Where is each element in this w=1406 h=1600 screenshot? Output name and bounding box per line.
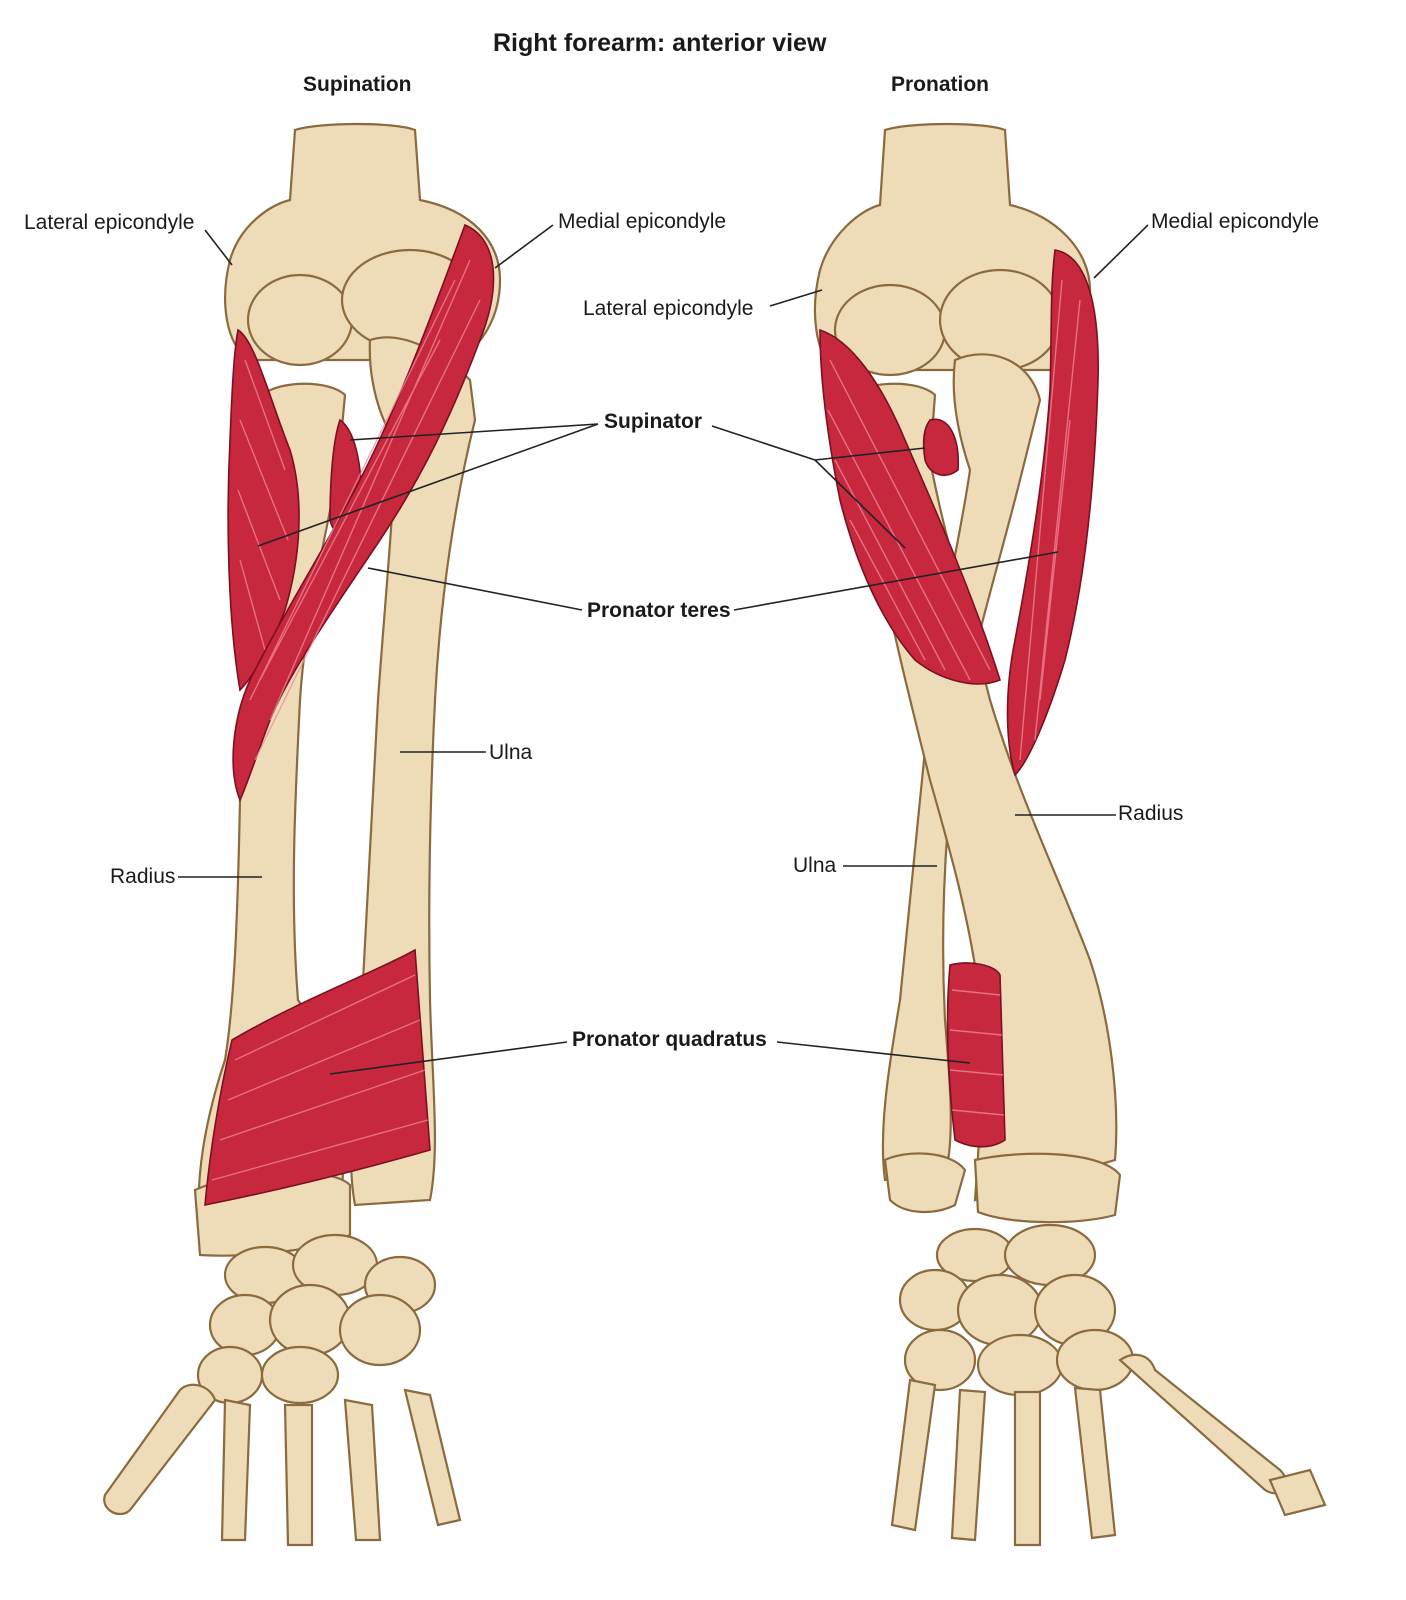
diagram-title: Right forearm: anterior view — [493, 29, 827, 57]
label-pronator-teres: Pronator teres — [587, 599, 731, 622]
distal-radius-pronation — [973, 1152, 1122, 1224]
pronator-quadratus-pronation — [946, 962, 1006, 1148]
label-lateral-epicondyle-supination: Lateral epicondyle — [24, 211, 195, 234]
distal-ulna-pronation — [883, 1152, 967, 1214]
label-ulna-supination: Ulna — [489, 741, 533, 764]
trochlea-pronation — [938, 268, 1062, 372]
supinator-deep-pronation — [922, 418, 960, 476]
capitulum-supination — [246, 273, 354, 367]
leader-lines — [178, 224, 1149, 1075]
label-supinator: Supinator — [604, 410, 702, 433]
view-title-supination: Supination — [303, 73, 412, 96]
metacarpals-pronation — [890, 1353, 1327, 1547]
metacarpals-supination — [103, 1383, 462, 1547]
label-radius-pronation: Radius — [1118, 802, 1184, 825]
carpals-pronation — [898, 1223, 1135, 1397]
view-title-pronation: Pronation — [891, 73, 989, 96]
pronator-quadratus-supination — [204, 948, 431, 1206]
carpals-supination — [196, 1233, 437, 1405]
label-radius-supination: Radius — [110, 865, 176, 888]
pronation-arm — [813, 122, 1327, 1547]
supinator-pronation — [819, 328, 1001, 685]
label-medial-epicondyle-pronation: Medial epicondyle — [1151, 210, 1320, 233]
label-lateral-epicondyle-pronation: Lateral epicondyle — [583, 297, 754, 320]
label-medial-epicondyle-supination: Medial epicondyle — [558, 210, 727, 233]
label-ulna-pronation: Ulna — [793, 854, 837, 877]
label-pronator-quadratus: Pronator quadratus — [572, 1028, 767, 1051]
supination-arm — [103, 122, 502, 1547]
